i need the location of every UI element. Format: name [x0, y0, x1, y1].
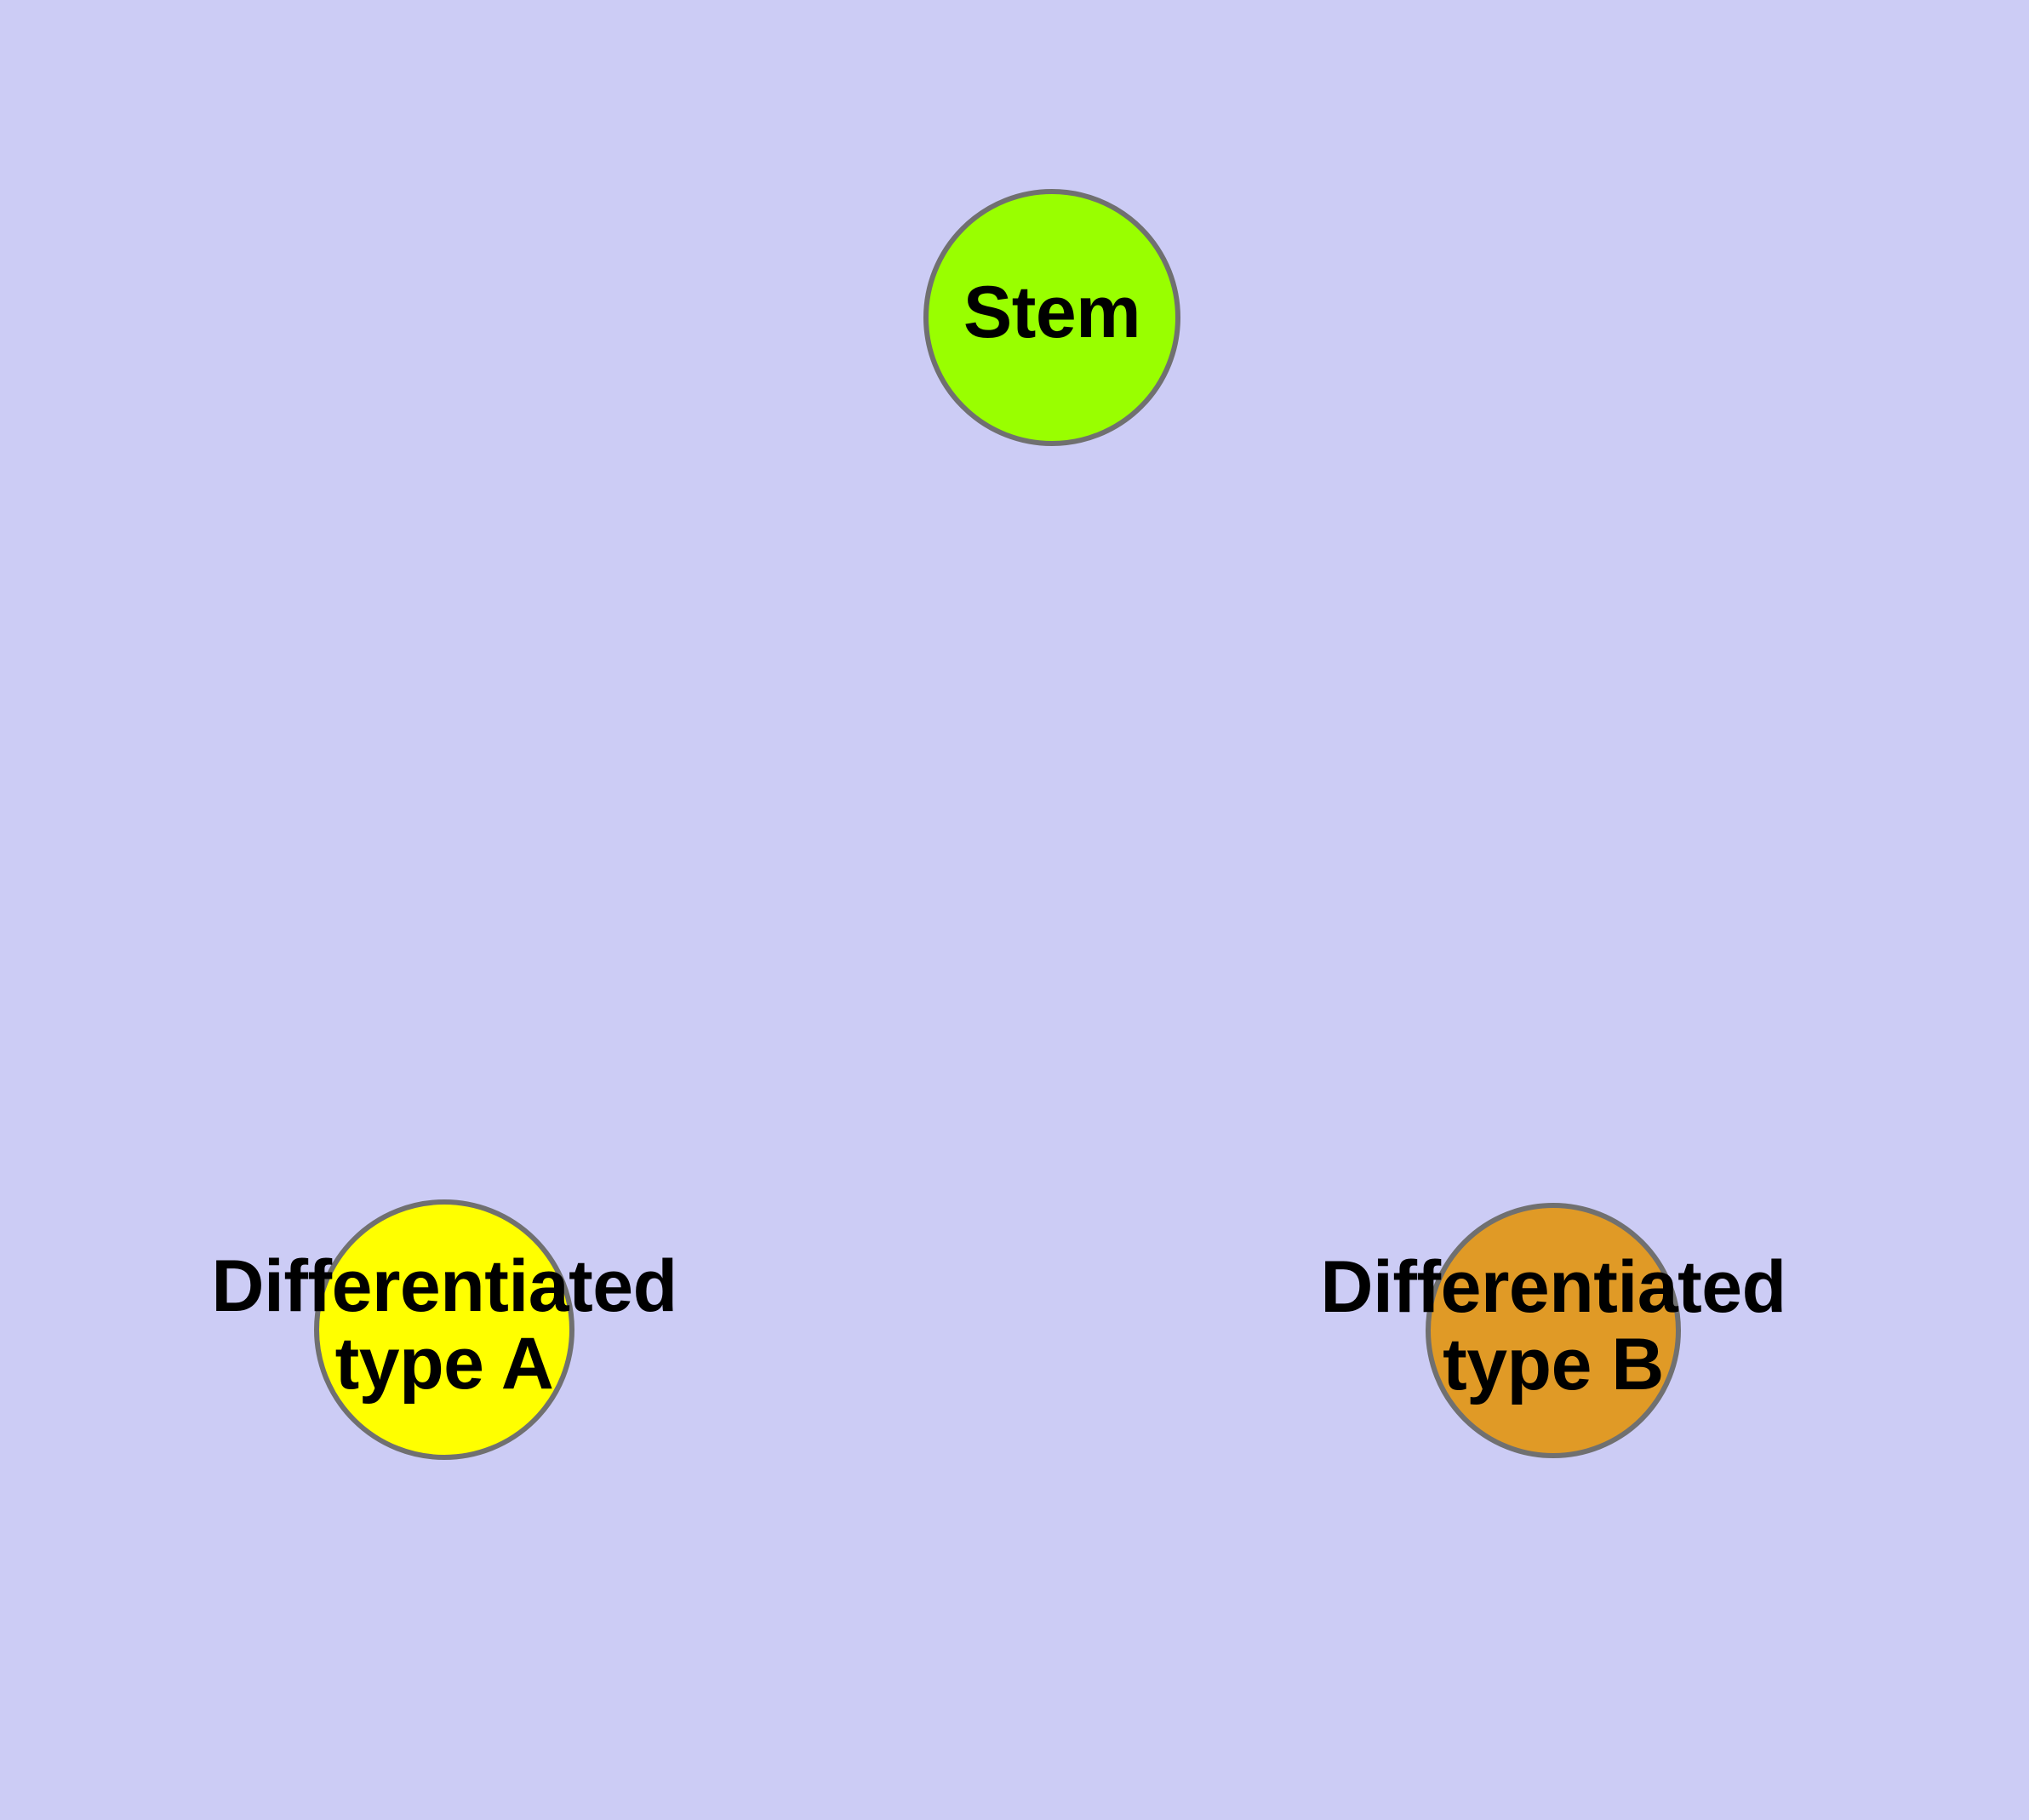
node-stem[interactable]: [923, 189, 1180, 446]
node-differentiated-type-a[interactable]: [314, 1199, 574, 1460]
edge-stem-to-differentiated-type-a[interactable]: [512, 421, 979, 1210]
edge-layer: [512, 421, 1484, 1212]
node-differentiated-type-b[interactable]: [1426, 1203, 1681, 1458]
node-layer: [314, 189, 1681, 1460]
edge-stem-to-differentiated-type-b[interactable]: [1128, 422, 1484, 1212]
